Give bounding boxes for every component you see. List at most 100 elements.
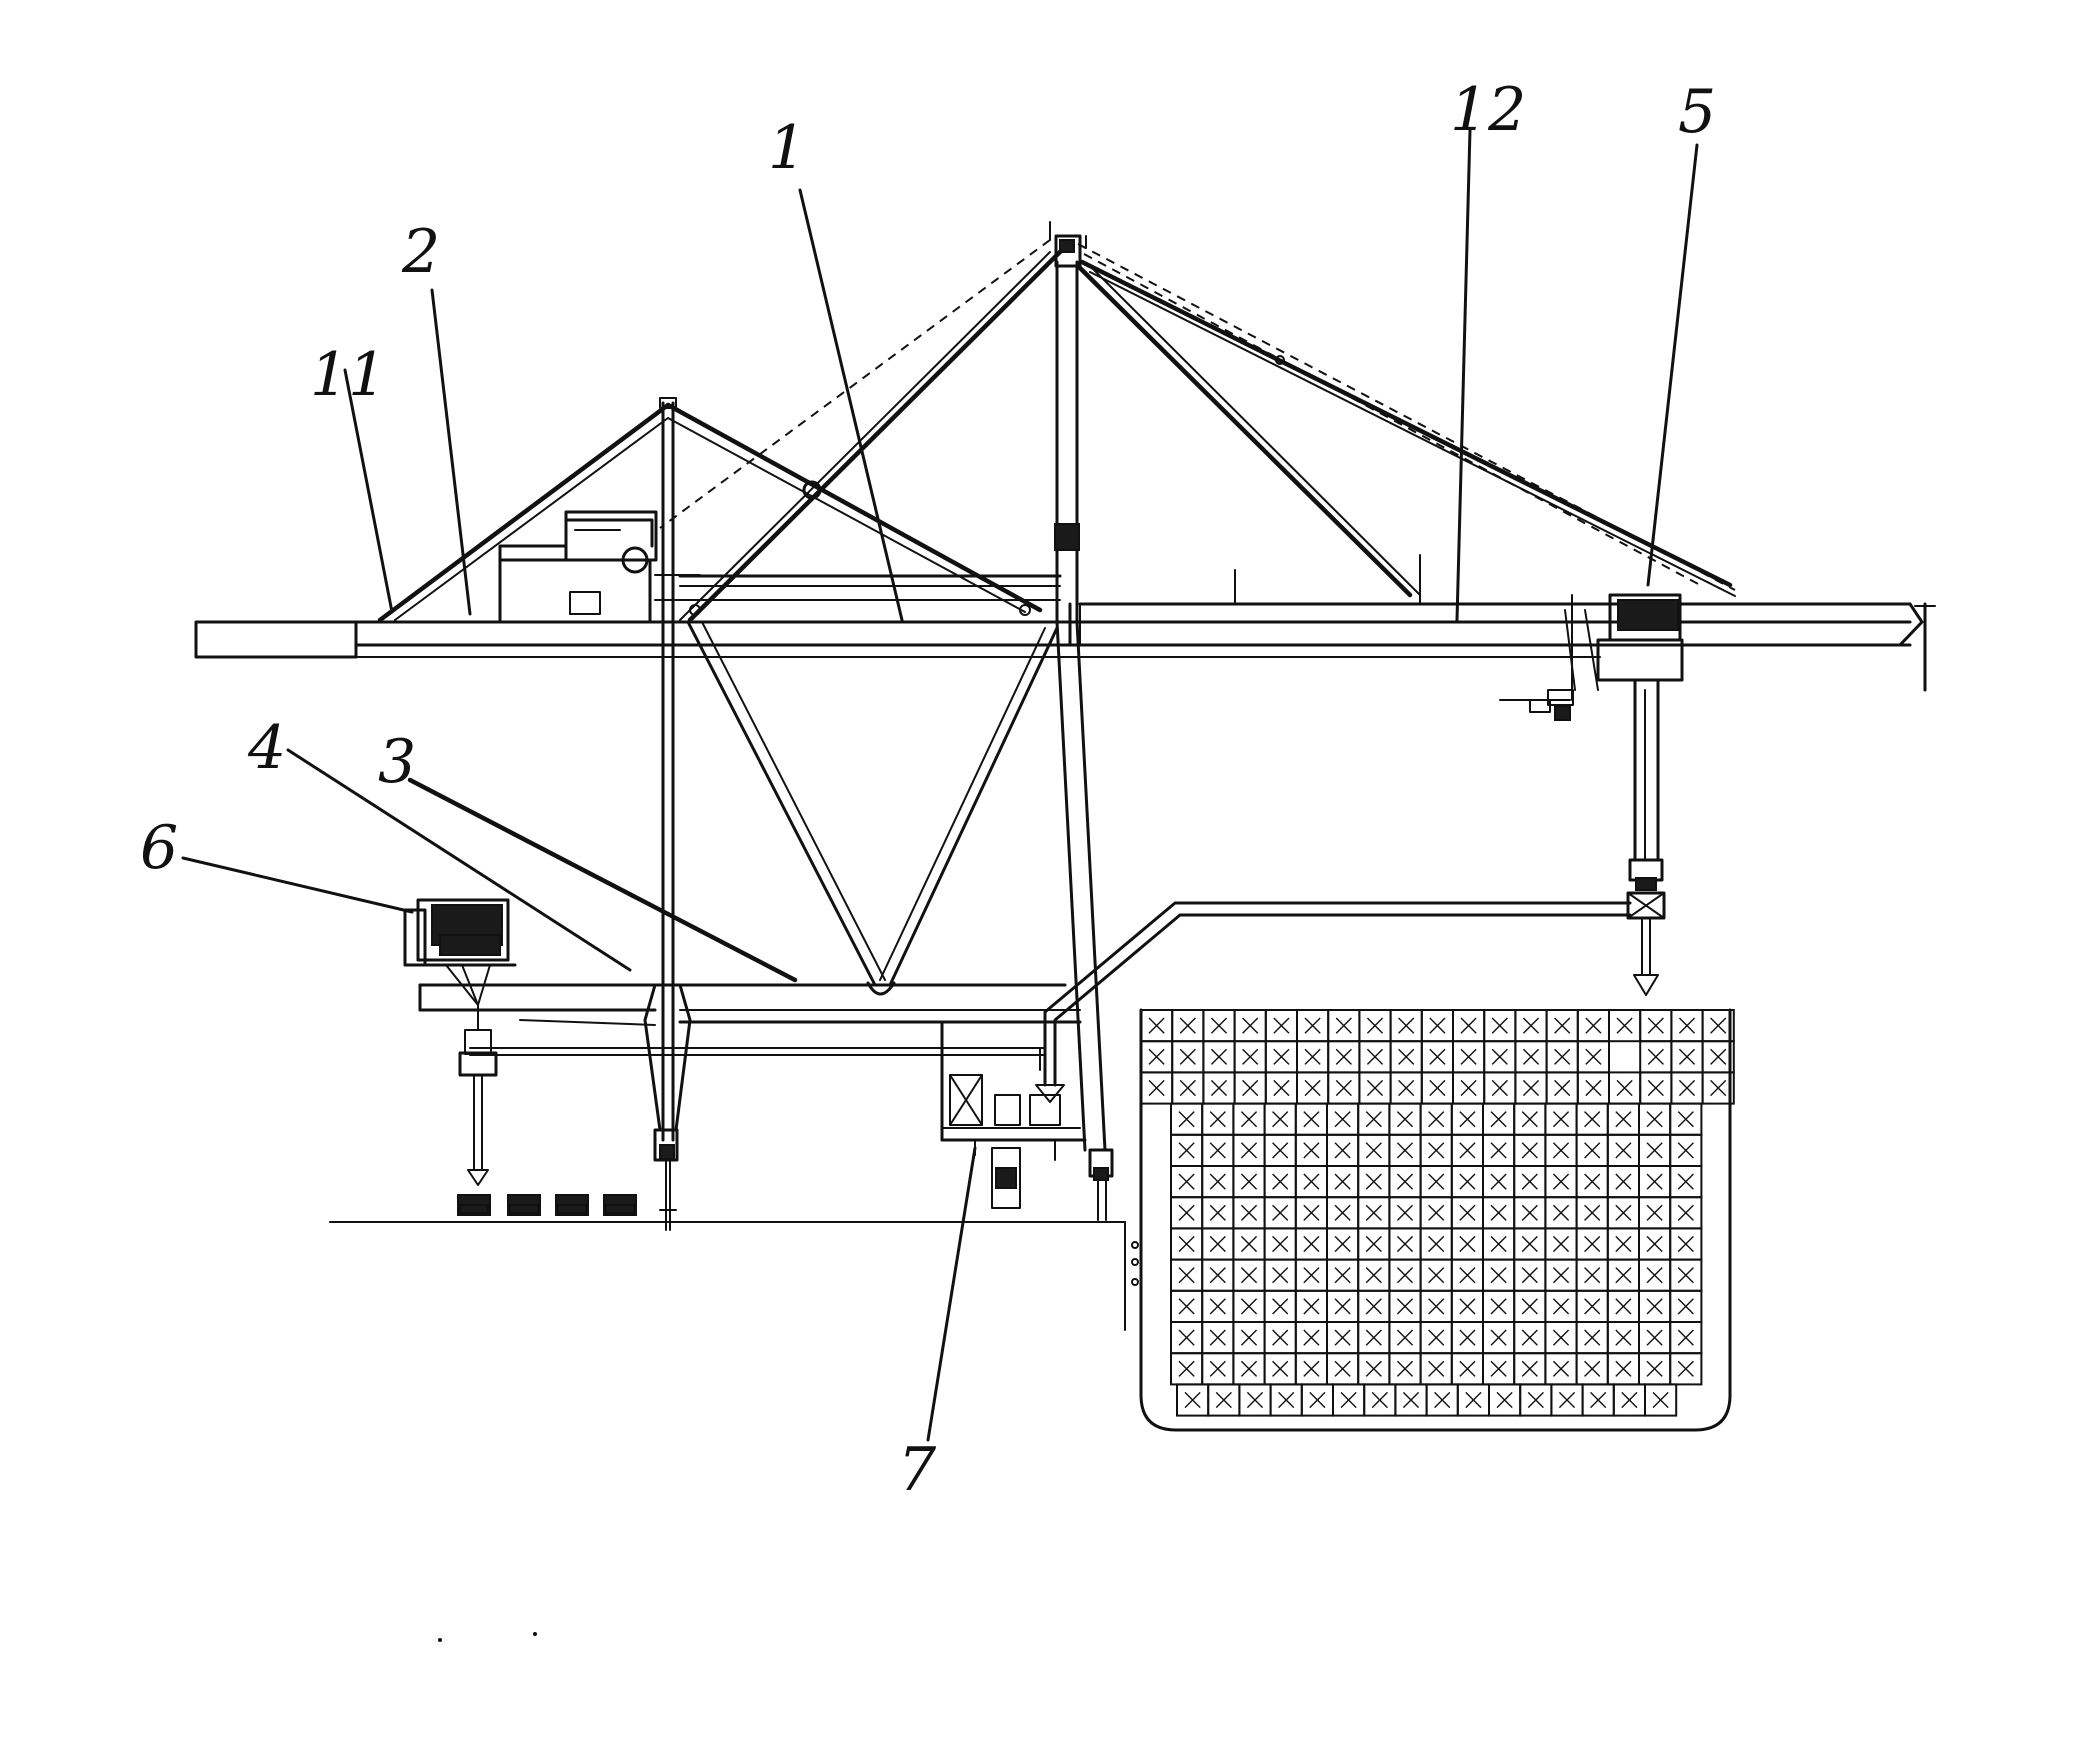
container-cross: [1304, 1048, 1321, 1065]
container-cross: [1428, 1111, 1445, 1128]
container-cross: [1148, 1017, 1165, 1034]
container-cross: [1459, 1329, 1476, 1346]
container-cross: [1209, 1298, 1226, 1315]
container-cross: [1335, 1048, 1352, 1065]
container-cross: [1272, 1173, 1289, 1190]
container-cross: [1303, 1173, 1320, 1190]
container-cross: [1365, 1360, 1382, 1377]
label-3: 3: [378, 727, 416, 797]
container-cross: [1365, 1235, 1382, 1253]
container-cross: [1240, 1235, 1258, 1253]
container-cross: [1552, 1235, 1570, 1253]
container-cross: [1365, 1298, 1382, 1315]
container-cross: [1396, 1142, 1414, 1159]
container-cross: [1240, 1298, 1258, 1315]
seaside-trolley: [1499, 593, 1684, 996]
container-cross: [1242, 1017, 1259, 1034]
container-cross: [1396, 1235, 1414, 1253]
container-cross: [1490, 1235, 1507, 1253]
container-cross: [1554, 1017, 1571, 1034]
container-cross: [1490, 1267, 1507, 1284]
container-cross: [1521, 1235, 1538, 1253]
container-cross: [1240, 1329, 1258, 1346]
container-cross: [1491, 1017, 1508, 1034]
container-cross: [1246, 1391, 1264, 1409]
container-cross: [1677, 1111, 1694, 1128]
container-cross: [1590, 1391, 1607, 1409]
container-cross: [1521, 1329, 1538, 1346]
transfer-platform: [940, 1020, 1087, 1209]
container-cross: [1615, 1111, 1632, 1128]
container-cross: [1240, 1173, 1258, 1190]
container-cross: [1585, 1048, 1602, 1065]
container-cross: [1366, 1017, 1384, 1034]
container-cross: [1179, 1017, 1196, 1034]
container-cross: [1521, 1111, 1538, 1128]
container-cross: [1303, 1329, 1320, 1346]
container-cross: [1677, 1267, 1694, 1284]
container-cross: [1366, 1048, 1384, 1065]
container-cross: [1584, 1235, 1601, 1253]
container-cross: [1552, 1111, 1570, 1128]
container-cross: [1334, 1235, 1351, 1253]
container-cross: [1396, 1173, 1414, 1190]
container-cross: [1522, 1048, 1540, 1065]
container-cross: [1646, 1142, 1663, 1159]
container-cross: [1428, 1142, 1445, 1159]
container-cross: [1334, 1267, 1351, 1284]
container-cross: [1335, 1079, 1352, 1097]
container-cross: [1460, 1048, 1477, 1065]
container-cross: [1527, 1391, 1544, 1409]
container-cross: [1647, 1048, 1664, 1065]
container-cross: [1584, 1298, 1601, 1315]
container-cross: [1615, 1329, 1632, 1346]
container-cross: [1521, 1298, 1538, 1315]
container-cross: [1710, 1079, 1727, 1097]
container-cross: [1615, 1298, 1632, 1315]
container-cross: [1365, 1111, 1382, 1128]
container-cross: [1179, 1048, 1196, 1065]
container-cross: [1210, 1017, 1228, 1034]
container-cross: [1615, 1142, 1632, 1159]
container-cross: [1490, 1142, 1507, 1159]
container-cross: [1521, 1173, 1538, 1190]
scan-specks: [438, 1632, 537, 1642]
container-cross: [1240, 1360, 1258, 1377]
container-cross: [1460, 1079, 1477, 1097]
container-cross: [1272, 1298, 1289, 1315]
container-cross: [1178, 1142, 1195, 1159]
landside-trolley: [403, 898, 517, 1186]
container-cross: [1459, 1298, 1476, 1315]
container-cross: [1396, 1204, 1414, 1221]
container-cross: [1273, 1017, 1290, 1034]
container-cross: [1490, 1329, 1507, 1346]
container-cross: [1710, 1017, 1727, 1034]
container-cross: [1652, 1391, 1669, 1409]
label-6: 6: [140, 813, 178, 883]
label-5: 5: [1678, 77, 1716, 147]
container-cross: [1428, 1329, 1445, 1346]
container-cross: [1585, 1079, 1602, 1097]
container-cross: [1215, 1391, 1232, 1409]
container-cross: [1552, 1329, 1570, 1346]
container-cross: [1178, 1267, 1195, 1284]
container-cross: [1460, 1017, 1477, 1034]
container-cross: [1491, 1048, 1508, 1065]
container-cross: [1459, 1142, 1476, 1159]
container-cross: [1522, 1079, 1540, 1097]
container-cross: [1184, 1391, 1201, 1409]
container-cross: [1303, 1298, 1320, 1315]
container-cross: [1584, 1360, 1601, 1377]
label-12: 12: [1450, 75, 1526, 145]
container-cross: [1554, 1048, 1571, 1065]
container-cross: [1465, 1391, 1482, 1409]
container-cross: [1552, 1267, 1570, 1284]
container-cross: [1552, 1298, 1570, 1315]
container-cross: [1365, 1142, 1382, 1159]
container-box: [1644, 1383, 1678, 1417]
container-cross: [1646, 1329, 1663, 1346]
container-cross: [1459, 1173, 1476, 1190]
container-cross: [1334, 1173, 1351, 1190]
container-cross: [1398, 1079, 1415, 1097]
quay-trucks: [457, 1194, 637, 1216]
